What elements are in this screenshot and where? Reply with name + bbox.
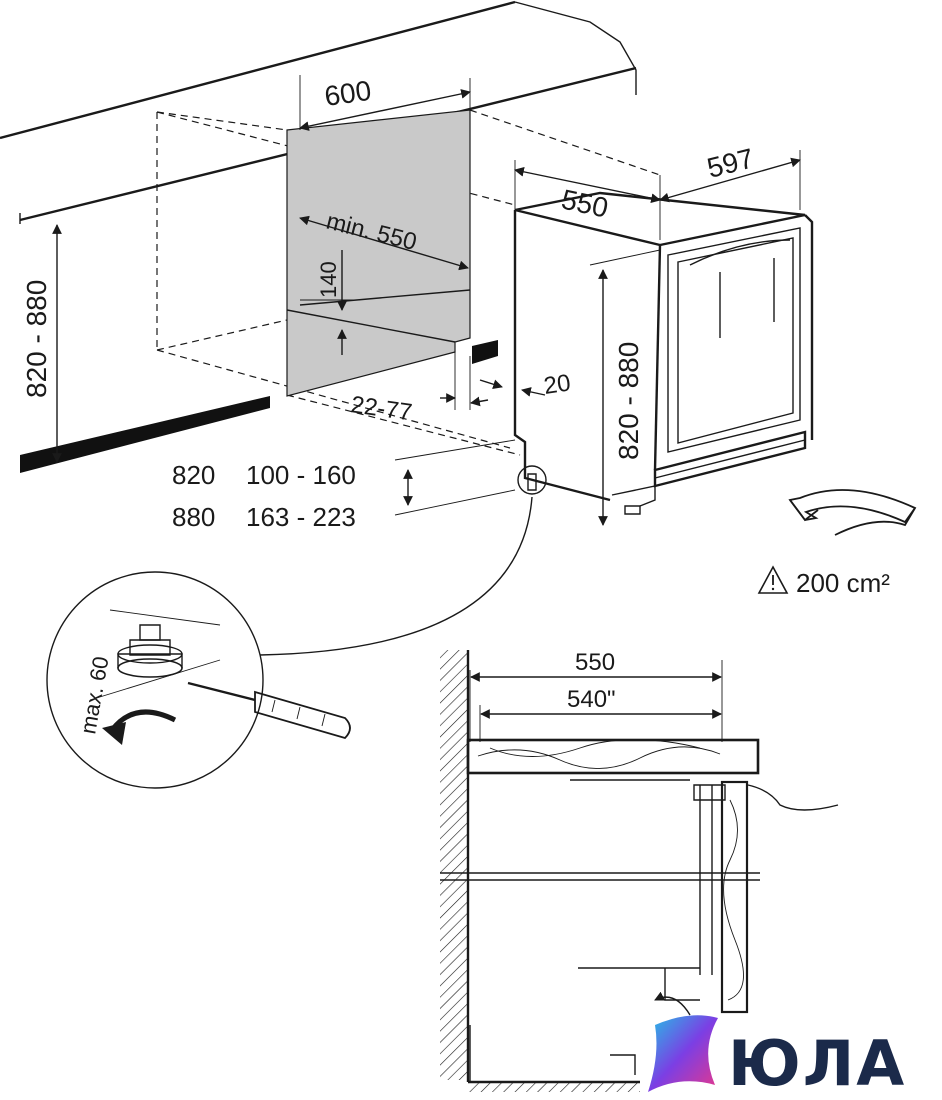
dim-plinth-depth: 22-77 <box>349 391 414 426</box>
logo-text: ЮЛА <box>728 1027 906 1100</box>
foot-adjust-label: max. 60 <box>75 654 113 735</box>
warning-triangle-icon <box>757 565 789 594</box>
appliance <box>513 191 814 515</box>
niche-back-panel <box>286 109 471 397</box>
dim-appliance-width: 597 <box>704 142 757 183</box>
foot-table-height-1: 820 <box>172 460 215 490</box>
airflow-arrow-icon <box>788 489 917 536</box>
ventilation-label: 200 cm² <box>796 568 890 598</box>
plinth-strip-left <box>20 396 270 473</box>
plinth-step <box>299 289 471 306</box>
foot-table-range-1: 100 - 160 <box>246 460 356 490</box>
foot-table-range-2: 163 - 223 <box>246 502 356 532</box>
foot-detail <box>46 496 533 789</box>
dim-niche-width: 600 <box>323 75 374 112</box>
dim-appliance-depth: 550 <box>559 184 611 224</box>
plinth-line <box>286 309 456 343</box>
yula-logo <box>648 1015 718 1092</box>
dim-plinth-height: 140 <box>316 261 341 298</box>
dim-niche-height-right: 820 - 880 <box>613 342 644 460</box>
section-depth-inner: 540" <box>567 686 616 713</box>
screwdriver-icon <box>187 681 351 740</box>
dim-plinth-gap: 20 <box>542 369 572 399</box>
cross-section <box>440 650 839 1092</box>
section-depth-outer: 550 <box>575 649 615 676</box>
rotate-arrow-icon <box>102 709 177 745</box>
plinth-strip-right <box>472 340 498 364</box>
dimension-lines <box>52 75 801 526</box>
foot-table-height-2: 880 <box>172 502 215 532</box>
dim-niche-height-left: 820 - 880 <box>21 280 52 398</box>
